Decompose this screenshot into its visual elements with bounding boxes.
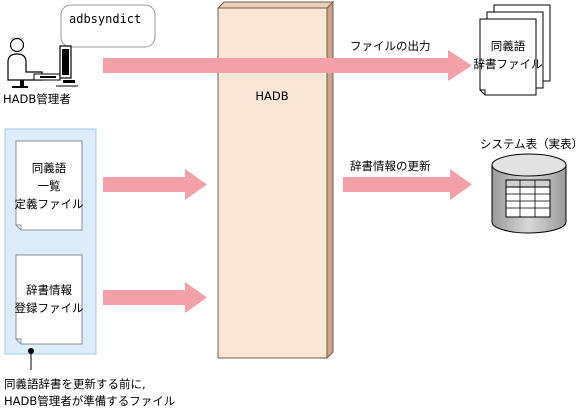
- command-text: adbsyndict: [69, 12, 141, 26]
- synonym-dictionary-file-icon: 同義語 辞書ファイル: [474, 4, 551, 96]
- arrow-synonym-def-to-hadb: [103, 169, 207, 200]
- system-table-label: システム表（実表）: [480, 137, 583, 151]
- arrow-dict-reg-to-hadb: [103, 282, 207, 313]
- hadb-server: HADB: [216, 0, 335, 360]
- dictionary-registration-file-icon: 辞書情報 登録ファイル: [15, 254, 84, 345]
- arrow-label-output: ファイルの出力: [350, 39, 431, 53]
- out-file-line1: 同義語: [491, 39, 526, 53]
- command-bubble: adbsyndict: [60, 4, 156, 48]
- admin-label: HADB管理者: [3, 92, 71, 106]
- admin-pc-icon: [33, 45, 78, 87]
- arrow-admin-to-output: [103, 50, 472, 81]
- arrow-hadb-to-system-table: [343, 169, 472, 200]
- arrow-label-update: 辞書情報の更新: [350, 159, 431, 173]
- note-line2: HADB管理者が準備するファイル: [4, 394, 175, 408]
- note-line1: 同義語辞書を更新する前に,: [4, 377, 146, 391]
- note-pointer: [28, 348, 34, 370]
- synonym-def-line1: 同義語: [32, 161, 67, 175]
- synonym-def-line3: 定義ファイル: [15, 197, 84, 211]
- synonym-definition-file-icon: 同義語 一覧 定義ファイル: [15, 140, 84, 231]
- dict-reg-line1: 辞書情報: [26, 283, 72, 297]
- server-label: HADB: [255, 89, 288, 103]
- synonym-def-line2: 一覧: [38, 179, 61, 193]
- system-table-cylinder-icon: [491, 153, 567, 234]
- out-file-line2: 辞書ファイル: [474, 57, 543, 71]
- dict-reg-line2: 登録ファイル: [15, 301, 84, 315]
